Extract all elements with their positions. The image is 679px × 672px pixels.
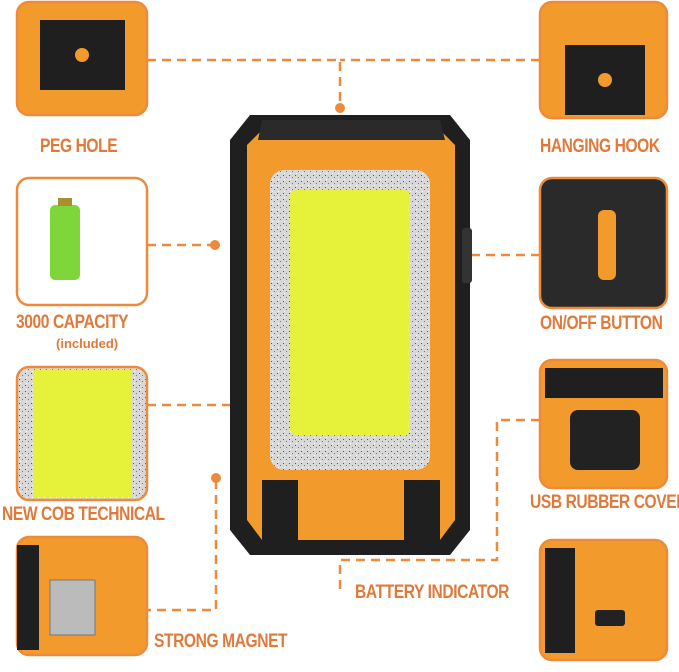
label-on-off: ON/OFF BUTTON	[540, 313, 663, 334]
label-hanging-hook: HANGING HOOK	[540, 136, 660, 157]
label-magnet: STRONG MAGNET	[154, 631, 288, 652]
label-battery-indicator: BATTERY INDICATOR	[355, 582, 510, 603]
flashlight-device	[230, 115, 472, 555]
label-usb-cover: USB RUBBER COVER	[530, 492, 679, 513]
label-cob: NEW COB TECHNICAL	[2, 504, 165, 525]
label-capacity: 3000 CAPACITY	[16, 312, 129, 333]
battery-image	[15, 176, 149, 307]
label-capacity-note: (included)	[56, 336, 119, 351]
label-peg-hole: PEG HOLE	[40, 136, 118, 157]
